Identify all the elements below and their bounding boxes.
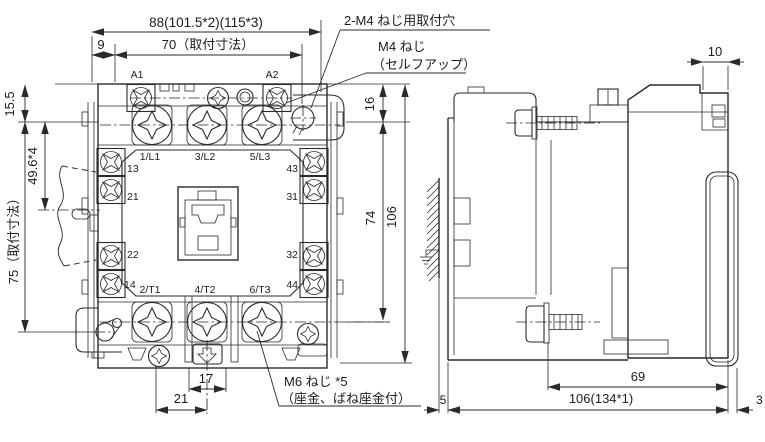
terminal-label-3L2: 3/L2 — [195, 151, 216, 163]
aux-label-44: 44 — [286, 279, 298, 291]
label-m4-screw: M4 ねじ （セルフアップ） — [285, 39, 476, 104]
front-cover — [705, 171, 739, 367]
aux-screw-side — [597, 88, 619, 106]
dim-text-74: 74 — [363, 211, 378, 225]
dim-top-15-5: 15.5 — [2, 84, 29, 123]
terminal-label-4T2: 4/T2 — [194, 284, 215, 296]
front-view: A1 A2 1/L1 3/L2 5/L3 2/T1 4/T2 6/T3 13 2… — [38, 69, 390, 414]
m6-label-line2: （座金、ばね座金付） — [281, 391, 411, 406]
dim-text-49-6: 49.6*4 — [25, 147, 40, 185]
dimensions: 88(101.5*2)(115*3) 9 70（取付寸法） 15.5 49.6*… — [2, 15, 763, 414]
aux-label-43: 43 — [286, 163, 298, 175]
aux-label-13: 13 — [127, 163, 139, 175]
label-mounting-hole: 2-M4 ねじ用取付穴 — [310, 13, 490, 109]
dim-offset-9: 9 — [91, 37, 116, 59]
foot-bottom-right — [297, 343, 328, 357]
m4-label-line2: （セルフアップ） — [372, 57, 476, 72]
dim-bottom-17: 17 — [188, 371, 227, 393]
din-rail-claw — [453, 197, 471, 225]
dim-text-69: 69 — [631, 369, 645, 384]
dim-pitch-49-6: 49.6*4 — [25, 121, 49, 211]
dim-text-offset-9: 9 — [97, 37, 104, 52]
dim-right-106: 106 — [384, 84, 409, 364]
dim-text-17: 17 — [199, 371, 213, 386]
mounting-panel — [420, 178, 440, 282]
cover-fixing-screw — [296, 322, 320, 346]
dim-mounting-height: 75（取付寸法） — [6, 121, 29, 333]
dim-right-16: 16 — [362, 84, 387, 123]
left-side-rail — [81, 102, 99, 358]
ground-symbol — [420, 249, 439, 265]
cover-fixing-screw — [147, 344, 171, 368]
right-side-rail — [330, 102, 344, 358]
arc-chamber-block — [627, 84, 729, 359]
dim-text-5: 5 — [440, 393, 447, 407]
vent-slit — [172, 83, 180, 92]
aux-label-31: 31 — [286, 191, 298, 203]
cover-hole — [236, 88, 254, 106]
dim-text-106: 106 — [384, 206, 399, 228]
aux-label-14: 14 — [124, 279, 136, 291]
mounting-ear-top-right — [290, 94, 345, 141]
aux-label-22: 22 — [127, 249, 139, 261]
phantom-attachment — [57, 165, 97, 267]
terminal-label-1L1: 1/L1 — [140, 151, 161, 163]
terminal-label-5L3: 5/L3 — [250, 151, 271, 163]
center-face — [121, 149, 304, 297]
din-claw — [281, 347, 301, 361]
aux-terminals-left — [96, 147, 126, 299]
dim-side-69: 69 — [547, 369, 729, 391]
dim-side-3: 3 — [736, 393, 763, 414]
din-claw — [127, 347, 147, 361]
aux-label-21: 21 — [127, 191, 139, 203]
mounting-foot-bottom-left — [75, 307, 123, 359]
coil-terminal-label-a1: A1 — [131, 69, 144, 81]
wire-guide-post — [230, 295, 239, 363]
dim-overall-width: 88(101.5*2)(115*3) — [91, 15, 322, 36]
dim-text-10: 10 — [708, 44, 722, 59]
side-body — [447, 84, 739, 367]
din-rail-claw — [453, 239, 471, 267]
coil-terminal-label-a2: A2 — [266, 69, 279, 81]
dim-side-5: 5 — [424, 393, 447, 414]
dim-side-106: 106(134*1) — [447, 391, 729, 414]
mounting-hole-label-text: 2-M4 ねじ用取付穴 — [344, 13, 455, 28]
dim-text-side-106: 106(134*1) — [569, 391, 633, 406]
dim-side-10: 10 — [687, 44, 744, 66]
dim-bottom-21: 21 — [155, 391, 208, 414]
nameplate — [177, 186, 239, 261]
m4-label-line1: M4 ねじ — [378, 39, 426, 54]
aux-label-32: 32 — [286, 249, 298, 261]
m4-screw-side — [506, 106, 600, 140]
callout-labels: 2-M4 ねじ用取付穴 M4 ねじ （セルフアップ） M6 ねじ *5 （座金、… — [256, 13, 490, 407]
aux-terminals-right — [299, 147, 329, 299]
dim-text-16: 16 — [362, 97, 377, 111]
dim-mounting-width: 70（取付寸法） — [114, 37, 303, 59]
label-m6-screw: M6 ねじ *5 （座金、ばね座金付） — [256, 330, 421, 407]
side-view — [420, 84, 739, 367]
m6-screw-side — [516, 302, 600, 344]
vent-slit — [184, 83, 195, 92]
m6-label-line1: M6 ねじ *5 — [284, 374, 348, 389]
dim-text-overall-width: 88(101.5*2)(115*3) — [149, 15, 263, 30]
terminal-label-2T1: 2/T1 — [139, 284, 160, 296]
dim-text-3: 3 — [756, 393, 763, 407]
dim-text-21: 21 — [174, 391, 188, 406]
coil-housing-hump — [453, 92, 537, 122]
release-arrow-box — [192, 343, 223, 365]
wire-guide-post — [184, 295, 193, 363]
dim-text-mounting-width: 70（取付寸法） — [162, 37, 254, 52]
dim-text-15-5: 15.5 — [2, 91, 17, 116]
dim-right-74: 74 — [363, 121, 387, 321]
centerlines — [38, 97, 390, 414]
vent-slit — [159, 83, 170, 92]
dim-text-75: 75（取付寸法） — [6, 192, 21, 284]
terminal-label-6T3: 6/T3 — [249, 284, 270, 296]
